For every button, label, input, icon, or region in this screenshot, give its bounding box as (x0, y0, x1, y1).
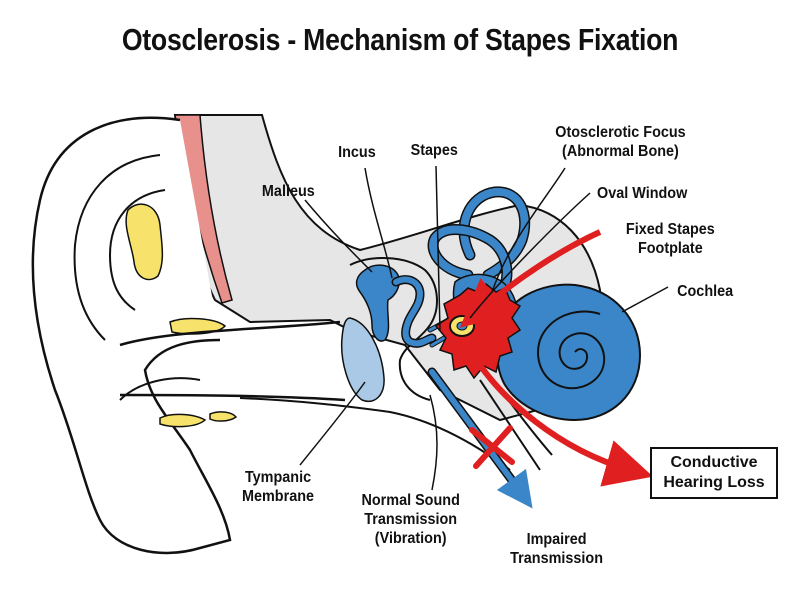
middle-ear-cavity (349, 257, 438, 401)
conductive-loss-arrow (467, 348, 654, 487)
leader-incus (364, 167, 393, 279)
label-otosclerotic-focus-line2: (Abnormal Bone) (562, 143, 679, 160)
label-incus: Incus (338, 144, 376, 161)
label-fixed-stapes-footplate: Fixed Stapes Footplate (626, 220, 715, 258)
label-cochlea: Cochlea (677, 283, 734, 300)
cochlea-spiral (537, 310, 606, 390)
label-tympanic-line2: Membrane (242, 488, 315, 505)
label-impaired-line1: Impaired (526, 531, 587, 548)
label-normal-sound-line2: Transmission (364, 511, 458, 528)
label-fixed-stapes-line1: Fixed Stapes (625, 221, 715, 238)
label-stapes: Stapes (410, 142, 458, 159)
cochlea-body (496, 283, 642, 422)
stapes-footplate (456, 321, 468, 331)
leader-tympanic (299, 381, 366, 466)
conductive-hearing-loss-box: Conductive Hearing Loss (650, 447, 778, 499)
leader-cochlea (621, 286, 669, 313)
leader-stapes (435, 165, 441, 331)
canal-floor (239, 397, 511, 471)
blocked-x-icon (469, 425, 515, 469)
incus-shape-fill (393, 276, 435, 347)
leader-normal-sound (429, 394, 438, 491)
semicircular-canal-2-fill (429, 225, 511, 289)
cartilage-upper (125, 203, 164, 281)
label-normal-sound-line3: (Vibration) (374, 530, 447, 547)
cartilage-canal-bottom-2 (209, 411, 238, 422)
cartilage-canal-bottom (159, 413, 207, 428)
malleus-shape (355, 264, 400, 342)
label-normal-sound-transmission: Normal Sound Transmission (Vibration) (361, 491, 459, 548)
leader-oval-window (469, 192, 591, 319)
fixed-footplate-arrow (459, 229, 602, 328)
ear-canal (119, 320, 346, 402)
leader-malleus (304, 199, 373, 273)
leader-focus (491, 167, 566, 293)
label-impaired-transmission: Impaired Transmission (510, 530, 603, 568)
label-conductive-line1: Conductive (670, 454, 758, 471)
label-normal-sound-line1: Normal Sound (361, 492, 460, 509)
helix-inner (108, 189, 166, 311)
auricle (31, 116, 232, 555)
page-title: Otosclerosis - Mechanism of Stapes Fixat… (121, 22, 679, 57)
label-tympanic-line1: Tympanic (244, 469, 312, 486)
label-impaired-line2: Transmission (510, 550, 603, 567)
label-conductive-line2: Hearing Loss (663, 474, 765, 491)
label-otosclerotic-focus: Otosclerotic Focus (Abnormal Bone) (555, 123, 685, 161)
label-fixed-stapes-line2: Footplate (637, 240, 703, 257)
label-malleus: Malleus (261, 183, 315, 200)
label-oval-window: Oval Window (597, 185, 688, 202)
tympanic-membrane (340, 317, 385, 402)
label-tympanic-membrane: Tympanic Membrane (242, 468, 314, 506)
label-otosclerotic-focus-line1: Otosclerotic Focus (555, 124, 686, 141)
antihelix (73, 154, 161, 341)
